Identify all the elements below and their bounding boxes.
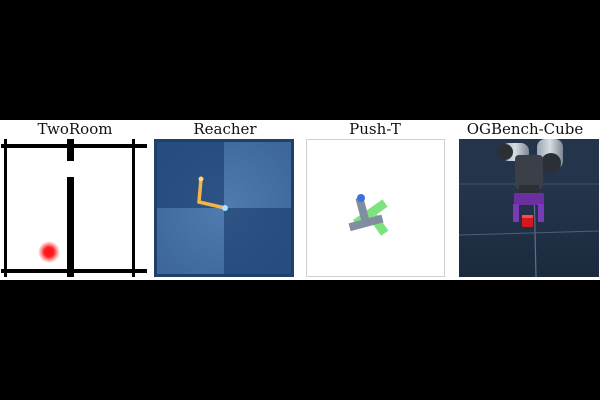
tworoom-scene <box>1 139 147 277</box>
panel-label-tworoom: TwoRoom <box>37 120 113 138</box>
pusht-scene <box>306 139 445 277</box>
panel-tworoom: TwoRoom <box>0 120 150 280</box>
robot-joint-right <box>541 153 561 173</box>
reacher-tile-light-1 <box>224 142 291 208</box>
agent-dot <box>38 241 60 263</box>
robot-gripper <box>514 193 544 205</box>
environment-strip: TwoRoom Rea <box>0 120 600 280</box>
reacher-arm-link-2 <box>197 200 227 210</box>
panel-label-pusht: Push-T <box>349 120 401 138</box>
reacher-tile-dark-2 <box>224 208 291 274</box>
reacher-arm-link-1 <box>197 177 203 204</box>
gripper-finger-right <box>538 204 544 222</box>
panel-reacher: Reacher <box>150 120 300 280</box>
pusht-agent <box>357 194 365 202</box>
ogbench-scene <box>459 139 599 277</box>
gripper-finger-left <box>513 204 519 222</box>
robot-wrist <box>515 155 543 189</box>
robot-joint-left <box>497 144 513 160</box>
ogbench-grid-line-2 <box>459 230 599 236</box>
reacher-target <box>222 205 228 211</box>
panel-label-ogbench-cube: OGBench-Cube <box>466 120 584 138</box>
reacher-joint <box>198 176 204 182</box>
pusht-view <box>306 139 445 277</box>
tworoom-right-wall <box>132 139 135 277</box>
tworoom-view <box>1 139 147 277</box>
panel-pusht: Push-T <box>300 120 450 280</box>
ogbench-view <box>459 139 599 277</box>
ogbench-cube <box>522 215 533 227</box>
panel-label-reacher: Reacher <box>193 120 257 138</box>
panel-ogbench-cube: OGBench-Cube <box>450 120 600 280</box>
reacher-tile-light-2 <box>157 208 224 274</box>
reacher-view <box>154 139 294 277</box>
tworoom-divider-upper <box>67 139 74 161</box>
reacher-tile-dark-1 <box>157 142 224 208</box>
pusht-block-t <box>348 196 384 232</box>
reacher-scene <box>154 139 294 277</box>
tworoom-divider-lower <box>67 177 74 277</box>
tworoom-left-wall <box>4 139 7 277</box>
